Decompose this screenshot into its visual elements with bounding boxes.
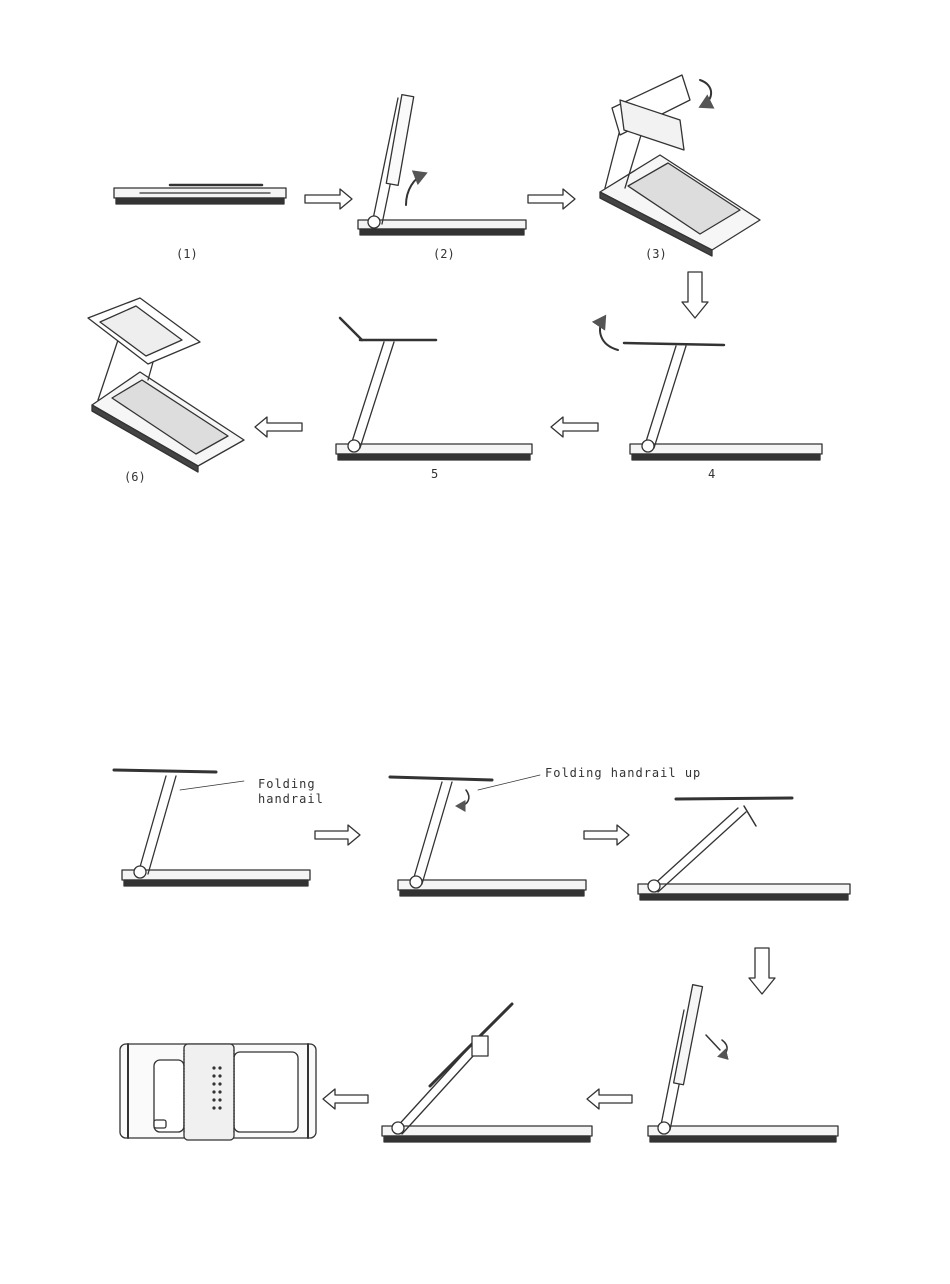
arrow-down-icon: [749, 948, 775, 994]
arrow-right-icon: [528, 189, 575, 209]
arrow-down-icon: [682, 272, 708, 318]
arrow-right-icon: [584, 825, 629, 845]
step2-console-raised: [358, 95, 526, 235]
step4-console-forward: [624, 343, 822, 460]
step-label-4: 4: [708, 467, 715, 481]
step-label-1: (1): [176, 247, 198, 261]
arrow-left-icon: [255, 417, 302, 437]
arrow-right-icon: [315, 825, 360, 845]
rotate-arrow-icon: [600, 318, 618, 350]
folding-handrail-label-line1: Folding: [258, 777, 316, 791]
folding-handrail-label-line2: handrail: [258, 792, 324, 806]
rotate-arrow-icon: [720, 1040, 727, 1056]
folding-handrail-up-label: Folding handrail up: [545, 766, 701, 780]
bottom-step2-handrail-up: [390, 775, 586, 896]
arrow-left-icon: [587, 1089, 632, 1109]
step1-folded-treadmill: [114, 185, 286, 204]
step-label-2: (2): [433, 247, 455, 261]
step5-handrail-open: [336, 318, 532, 460]
step-label-6: (6): [124, 470, 146, 484]
step6-unfolded-treadmill: [88, 298, 244, 472]
rotate-arrow-icon: [700, 80, 711, 106]
bottom-step4-console-tilt: [648, 985, 838, 1142]
rotate-arrow-icon: [406, 174, 424, 205]
step-label-5: 5: [431, 467, 438, 481]
bottom-step3-upright-lowered: [638, 798, 850, 900]
rotate-arrow-icon: [458, 790, 469, 806]
step-label-3: (3): [645, 247, 667, 261]
arrow-left-icon: [323, 1089, 368, 1109]
arrow-left-icon: [551, 417, 598, 437]
bottom-step6-folded-top-view: [120, 1044, 316, 1140]
arrow-right-icon: [305, 189, 352, 209]
bottom-step5-folding-down: [382, 1004, 592, 1142]
step3-perspective-treadmill: [600, 75, 760, 256]
